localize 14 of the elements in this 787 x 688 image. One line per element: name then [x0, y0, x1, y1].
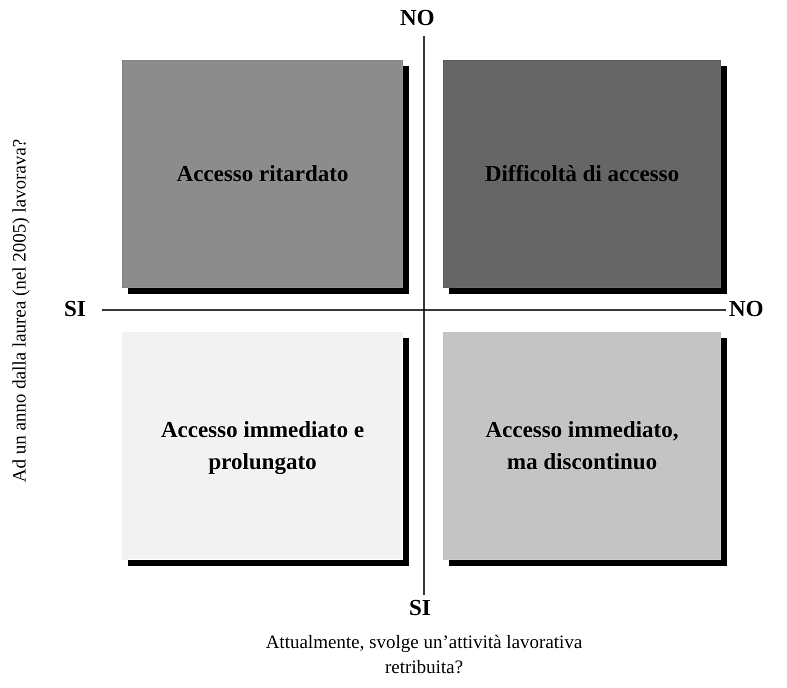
axis-end-label: NO [400, 5, 434, 31]
quadrant-box [443, 60, 721, 288]
quadrant-box [122, 60, 403, 288]
quadrant-label: Accesso immediato e prolungato [160, 416, 366, 476]
quadrant-box [122, 332, 403, 560]
axis-title: Ad un anno dalla laurea (nel 2005) lavorava? [8, 138, 32, 484]
axis-end-label: NO [729, 296, 764, 322]
quadrant-label: Accesso immediato, ma discontinuo [484, 416, 680, 476]
axis-end-label: SI [64, 296, 86, 322]
quadrant-box [443, 332, 721, 560]
quadrant-label: Difficoltà di accesso [484, 160, 680, 188]
axis-end-label: SI [409, 595, 431, 621]
axis-title: Attualmente, svolge un’attività lavorativa retribuita? [264, 631, 584, 680]
quadrant-label: Accesso ritardato [176, 160, 348, 188]
